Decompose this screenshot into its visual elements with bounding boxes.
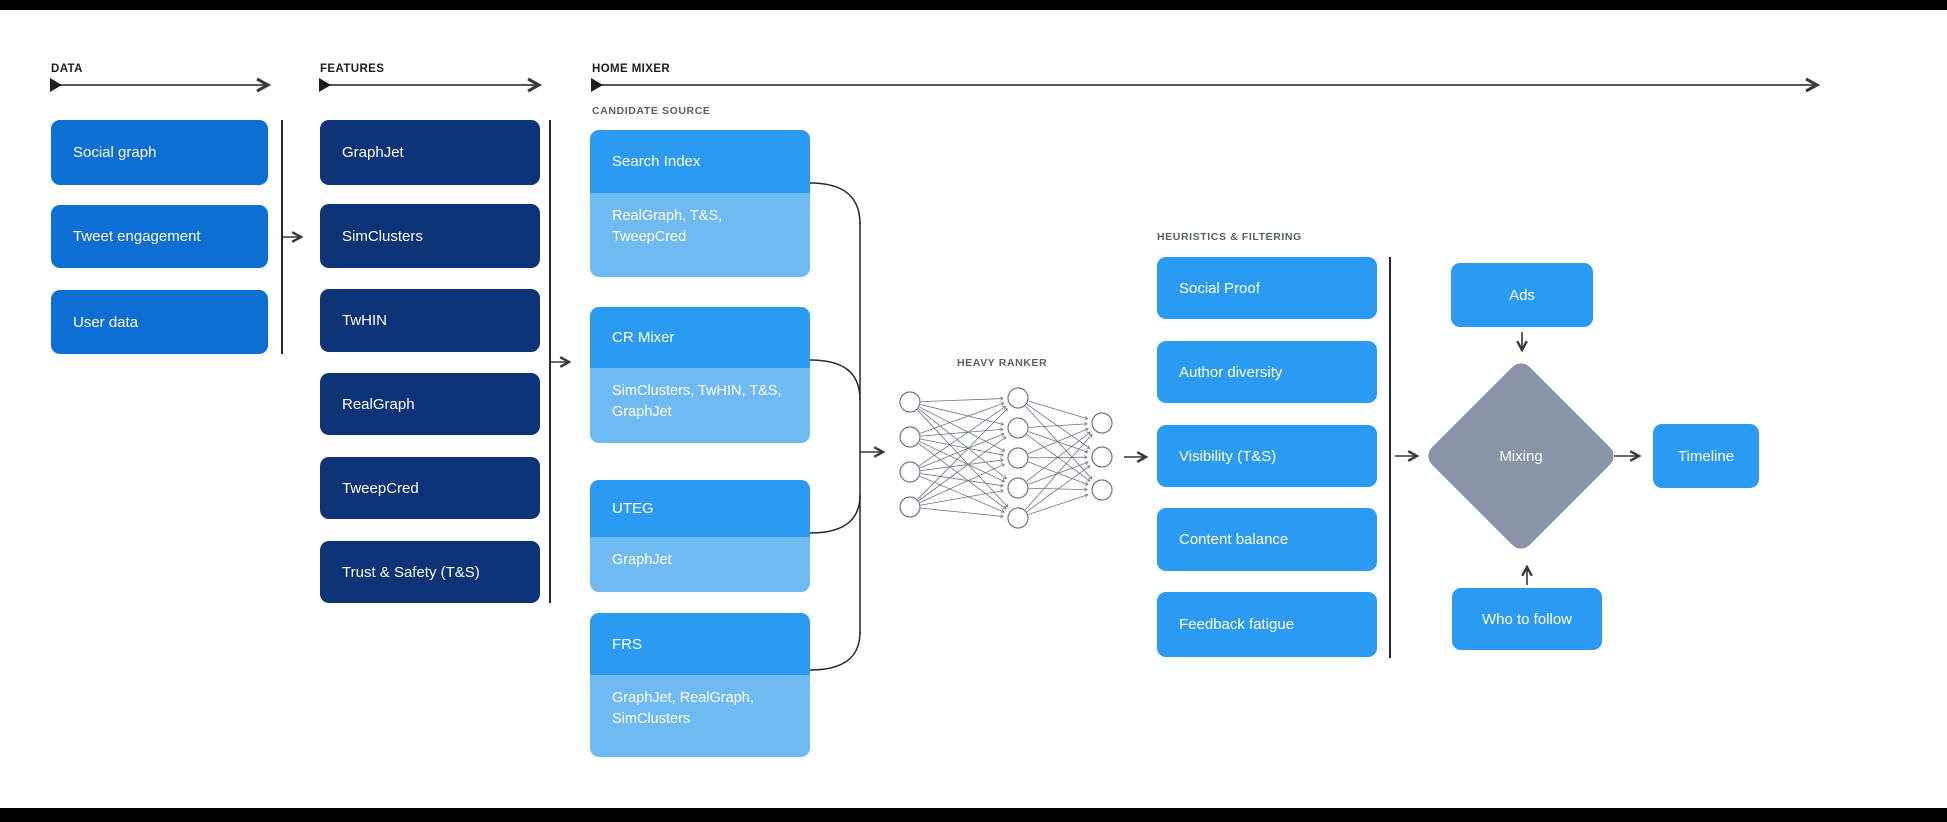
curve-cr-mixer: [809, 359, 861, 401]
home-mixer-section-label: HOME MIXER: [592, 63, 671, 75]
feature-box-realgraph: RealGraph: [320, 373, 540, 435]
data-section-label: DATA: [51, 63, 83, 75]
feature-box-simclusters: SimClusters: [320, 204, 540, 268]
curve-uteg: [809, 494, 861, 534]
curve-search-index: [809, 182, 861, 225]
timeline-box: Timeline: [1653, 424, 1759, 488]
data-box-tweet-engagement: Tweet engagement: [51, 205, 268, 268]
feature-box-tweepcred: TweepCred: [320, 457, 540, 519]
top-black-bar: [0, 0, 1947, 10]
who-to-follow-box: Who to follow: [1452, 588, 1602, 650]
curve-frs: [809, 631, 861, 671]
heuristic-box-feedback-fatigue: Feedback fatigue: [1157, 592, 1377, 657]
candidate-inputs: RealGraph, T&S, TweepCred: [590, 193, 810, 277]
features-section-label: FEATURES: [320, 63, 385, 75]
heuristic-box-content-balance: Content balance: [1157, 508, 1377, 571]
candidate-group-cr-mixer: CR Mixer SimClusters, TwHIN, T&S, GraphJ…: [590, 307, 810, 443]
heuristic-box-visibility: Visibility (T&S): [1157, 425, 1377, 487]
candidate-header: FRS: [590, 613, 810, 675]
data-box-user-data: User data: [51, 290, 268, 354]
bottom-black-bar: [0, 808, 1947, 822]
mixing-diamond-label: Mixing: [1499, 447, 1543, 465]
mixing-diamond: Mixing: [1423, 358, 1619, 554]
candidate-header: UTEG: [590, 480, 810, 537]
candidate-inputs: SimClusters, TwHIN, T&S, GraphJet: [590, 368, 810, 443]
candidate-group-uteg: UTEG GraphJet: [590, 480, 810, 592]
feature-box-trust-safety: Trust & Safety (T&S): [320, 541, 540, 603]
heuristic-box-author-diversity: Author diversity: [1157, 341, 1377, 403]
data-box-social-graph: Social graph: [51, 120, 268, 185]
neural-network-graphic: [899, 387, 1113, 529]
ads-box: Ads: [1451, 263, 1593, 327]
feature-box-graphjet: GraphJet: [320, 120, 540, 185]
candidate-inputs: GraphJet, RealGraph, SimClusters: [590, 675, 810, 757]
heuristics-filtering-label: HEURISTICS & FILTERING: [1157, 231, 1302, 243]
candidate-inputs: GraphJet: [590, 537, 810, 592]
candidate-source-label: CANDIDATE SOURCE: [592, 105, 711, 117]
candidate-header: CR Mixer: [590, 307, 810, 368]
candidate-group-search-index: Search Index RealGraph, T&S, TweepCred: [590, 130, 810, 277]
heavy-ranker-label: HEAVY RANKER: [957, 357, 1048, 369]
candidate-header: Search Index: [590, 130, 810, 193]
heuristic-box-social-proof: Social Proof: [1157, 257, 1377, 319]
candidate-group-frs: FRS GraphJet, RealGraph, SimClusters: [590, 613, 810, 757]
feature-box-twhin: TwHIN: [320, 289, 540, 352]
